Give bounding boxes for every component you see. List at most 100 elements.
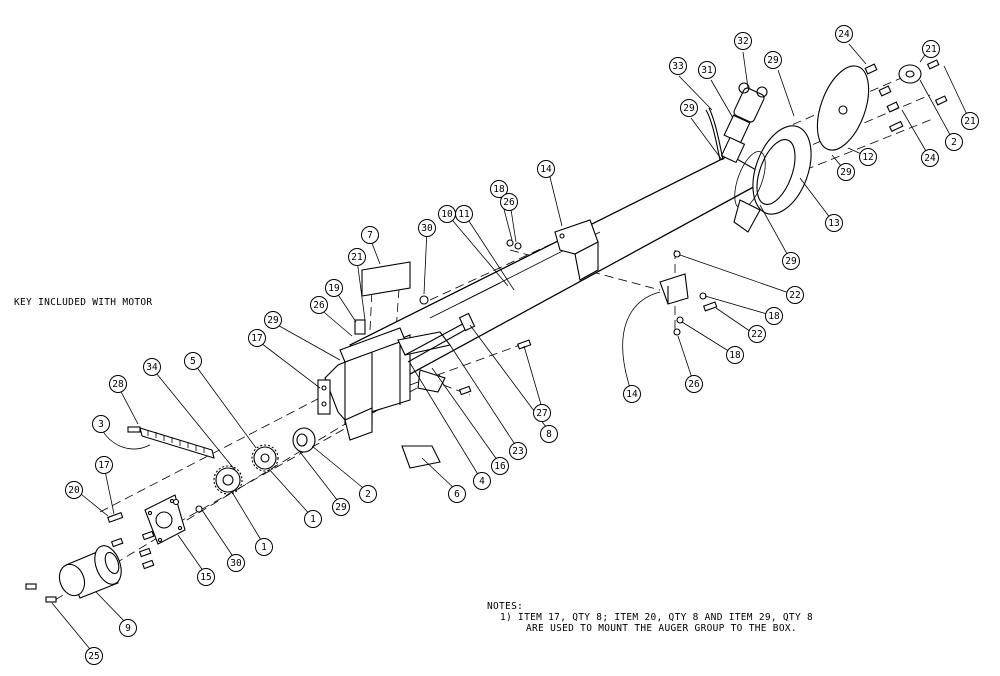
callout-circle [782,252,800,270]
callout-label: 26 [688,379,700,390]
callout-item-4: 4 [473,472,491,490]
callout-label: 18 [768,311,780,322]
callout-circle [825,214,843,232]
callout-item-29f: 29 [332,498,350,516]
callout-circle [509,442,527,460]
callout-label: 18 [493,184,505,195]
callout-label: 21 [351,252,363,263]
support-bracket-upper [554,219,599,281]
callout-item-29e: 29 [264,311,282,329]
callout-label: 11 [458,209,470,220]
notes-title: NOTES: [487,601,523,612]
callout-item-8: 8 [540,425,558,443]
callout-label: 15 [200,572,211,583]
mount-hardware [107,498,203,570]
callout-label: 8 [546,429,552,440]
callout-circle [945,133,963,151]
callout-circle [264,311,282,329]
callout-label: 34 [146,362,158,373]
callout-label: 14 [540,164,552,175]
end-plate [816,65,870,151]
callout-label: 21 [925,44,937,55]
callout-circle [685,375,703,393]
callout-label: 2 [365,489,371,500]
callout-circle [473,472,491,490]
sprocket-large [213,465,243,495]
note-line-2: ARE USED TO MOUNT THE AUGER GROUP TO THE… [526,623,797,634]
callout-circle [65,481,83,499]
callout-circle [418,219,436,237]
callout-label: 14 [626,389,638,400]
callout-circle [540,425,558,443]
drive-hub [292,427,316,453]
callout-item-6: 6 [448,485,466,503]
motor-bolts [25,583,57,603]
callout-item-9: 9 [119,619,137,637]
callout-circle [500,193,518,211]
callout-label: 17 [98,460,109,471]
callout-item-12: 12 [859,148,877,166]
sensor-assembly [705,82,768,164]
callout-label: 26 [313,300,325,311]
callout-circle [248,329,266,347]
callout-circle [837,163,855,181]
roller-chain [139,427,215,459]
callout-item-29a: 29 [680,99,698,117]
callout-circle [119,619,137,637]
callout-label: 29 [683,103,695,114]
callout-circle [623,385,641,403]
callout-item-13: 13 [825,214,843,232]
callout-circle [143,358,161,376]
callout-circle [922,40,940,58]
callout-label: 10 [441,209,453,220]
callout-item-23: 23 [509,442,527,460]
callout-label: 24 [924,153,936,164]
callout-circle [359,485,377,503]
callout-circle [961,112,979,130]
callout-circle [726,346,744,364]
callout-label: 29 [840,167,852,178]
tube-flange [734,125,812,215]
callout-label: 4 [479,476,485,487]
callout-circle [85,647,103,665]
callout-circle [669,57,687,75]
callout-circle [255,538,273,556]
callout-label: 22 [789,290,800,301]
box-spring [354,319,366,335]
callout-circle [533,404,551,422]
callout-item-18c: 18 [726,346,744,364]
bracket-hardware [419,239,718,396]
motor-key [127,426,141,433]
callout-circle [491,457,509,475]
callout-item-2a: 2 [945,133,963,151]
callout-item-21b: 21 [961,112,979,130]
callout-circle [227,554,245,572]
callout-label: 25 [88,651,99,662]
callout-circle [332,498,350,516]
callout-item-14a: 14 [537,160,555,178]
callout-circle [698,61,716,79]
callout-circle [348,248,366,266]
callout-circle [537,160,555,178]
callout-item-33: 33 [669,57,687,75]
callout-label: 29 [785,256,797,267]
callout-circle [95,456,113,474]
callout-circle [448,485,466,503]
callout-item-1b: 1 [255,538,273,556]
callout-label: 16 [494,461,506,472]
callout-circle [764,51,782,69]
callout-circle [765,307,783,325]
callout-circle [734,32,752,50]
callout-item-25: 25 [85,647,103,665]
callout-label: 22 [751,329,762,340]
callout-label: 27 [536,408,547,419]
callout-item-7: 7 [361,226,379,244]
callout-label: 1 [310,514,316,525]
callout-label: 28 [112,379,124,390]
callout-item-32: 32 [734,32,752,50]
callout-label: 13 [828,218,839,229]
callout-circle [835,25,853,43]
key-note: KEY INCLUDED WITH MOTOR [14,297,152,308]
